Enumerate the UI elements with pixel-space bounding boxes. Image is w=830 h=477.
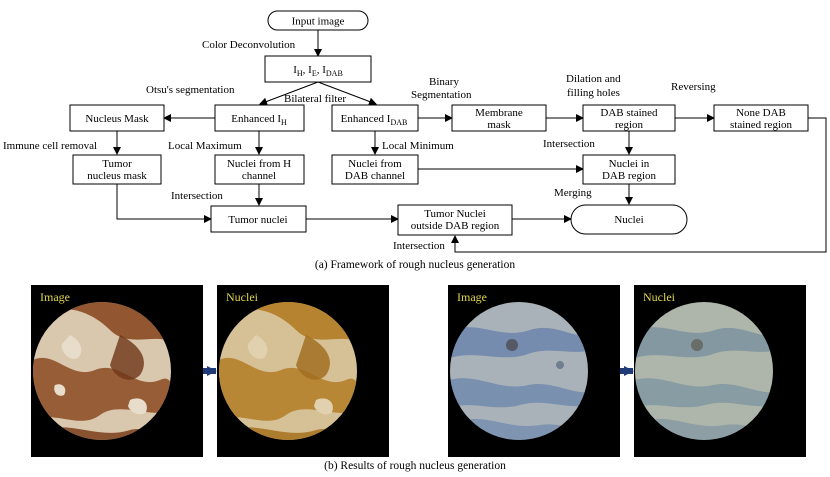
node-none-dab-line2: stained region — [730, 119, 793, 131]
ihed-i3: I — [322, 64, 326, 76]
ihed-i1: I — [293, 64, 297, 76]
node-membrane-mask — [451, 104, 547, 132]
label-bilateral-filter: Bilateral filter — [284, 93, 346, 105]
caption-b: (b) Results of rough nucleus generation — [324, 460, 506, 472]
edge-labels: Color Deconvolution Otsu's segmentation … — [3, 39, 716, 252]
node-nuclei-dab-line2: DAB channel — [345, 170, 405, 182]
label-dilation-line1: Dilation and — [566, 73, 621, 85]
ihed-sub-e: E — [312, 69, 317, 78]
edges — [113, 30, 827, 253]
nodes: Input image IH, IE, IDAB Enhanced IH Enh… — [69, 10, 809, 236]
node-input-image-text: Input image — [292, 16, 345, 28]
node-tumor-nuclei-text: Tumor nuclei — [228, 214, 287, 226]
label-color-deconvolution: Color Deconvolution — [202, 39, 296, 51]
panel-brown-nuclei: Nuclei — [217, 285, 389, 457]
label-merging: Merging — [554, 187, 592, 199]
node-nuclei-in-dab-line1: Nuclei in — [609, 158, 650, 170]
node-tumor-outside-line2: outside DAB region — [411, 220, 500, 232]
node-nuclei-text: Nuclei — [614, 214, 643, 226]
node-nucleus-mask-text: Nucleus Mask — [85, 113, 149, 125]
edge-ihed-to-enh-h — [259, 81, 319, 106]
panel-brown-nuclei-tissue — [219, 302, 357, 440]
result-panels: Image Nuclei — [31, 285, 806, 457]
panel-brown-image-title: Image — [40, 290, 70, 304]
label-reversing: Reversing — [671, 81, 716, 93]
node-none-dab-region — [713, 104, 809, 132]
node-nuclei-h-line1: Nuclei from H — [227, 158, 291, 170]
node-tumor-nucleus-mask — [72, 154, 162, 185]
node-enhanced-dab-text: Enhanced IDAB — [341, 113, 408, 127]
label-local-max: Local Maximum — [168, 140, 242, 152]
label-intersection-3: Intersection — [393, 240, 445, 252]
node-nuclei-h-line2: channel — [242, 170, 276, 182]
node-none-dab-line1: None DAB — [736, 107, 786, 119]
ihed-sub-h: H — [297, 69, 303, 78]
node-dab-stained-region — [582, 104, 676, 132]
node-tumor-nuclei — [210, 205, 307, 233]
node-ihed-text: IH, IE, IDAB — [293, 64, 343, 78]
panel-brown-nuclei-title: Nuclei — [226, 290, 259, 304]
node-tumor-mask-line2: nucleus mask — [87, 170, 147, 182]
label-intersection-1: Intersection — [543, 138, 595, 150]
node-tumor-outside-line1: Tumor Nuclei — [424, 208, 486, 220]
edge-none-dab-to-outside — [451, 117, 827, 253]
node-enhanced-dab — [331, 104, 419, 132]
label-dilation-line2: filling holes — [567, 87, 620, 99]
node-dab-region-line1: DAB stained — [600, 107, 658, 119]
node-dab-region-line2: region — [615, 119, 644, 131]
label-binary-seg-line1: Binary — [429, 76, 459, 88]
panel-brown-image: Image — [31, 285, 203, 457]
caption-a: (a) Framework of rough nucleus generatio… — [315, 259, 515, 271]
node-ihed — [264, 55, 372, 83]
node-nuclei-in-dab — [582, 154, 676, 185]
node-nuclei-from-dab — [331, 154, 419, 185]
label-otsu: Otsu's segmentation — [146, 84, 235, 96]
label-local-min: Local Minimum — [382, 140, 454, 152]
node-membrane-mask-line1: Membrane — [475, 107, 523, 119]
node-nuclei-from-h — [214, 154, 305, 185]
node-enhanced-h-text: Enhanced IH — [231, 113, 287, 127]
label-intersection-2: Intersection — [171, 190, 223, 202]
node-nuclei-dab-line1: Nuclei from — [348, 158, 402, 170]
node-tumor-nuclei-outside — [397, 204, 513, 236]
node-nucleus-mask — [69, 104, 165, 132]
node-tumor-mask-line1: Tumor — [102, 158, 132, 170]
panel-blue-image-title: Image — [457, 290, 487, 304]
node-nuclei — [570, 204, 688, 235]
edge-ihed-to-enh-dab — [317, 81, 377, 106]
panel-blue-image: Image — [448, 285, 620, 457]
panel-blue-nuclei-title: Nuclei — [643, 290, 676, 304]
node-enhanced-h — [214, 104, 305, 132]
panel-blue-nuclei: Nuclei — [634, 285, 806, 457]
label-binary-seg-line2: Segmentation — [411, 89, 472, 101]
ihed-i2: I — [308, 64, 312, 76]
node-input-image — [267, 10, 369, 31]
label-immune-removal: Immune cell removal — [3, 140, 97, 152]
node-membrane-mask-line2: mask — [487, 119, 511, 131]
edge-tumor-mask-to-tumor-nuclei — [116, 184, 212, 223]
ihed-sub-dab: DAB — [326, 69, 343, 78]
node-nuclei-in-dab-line2: DAB region — [602, 170, 657, 182]
